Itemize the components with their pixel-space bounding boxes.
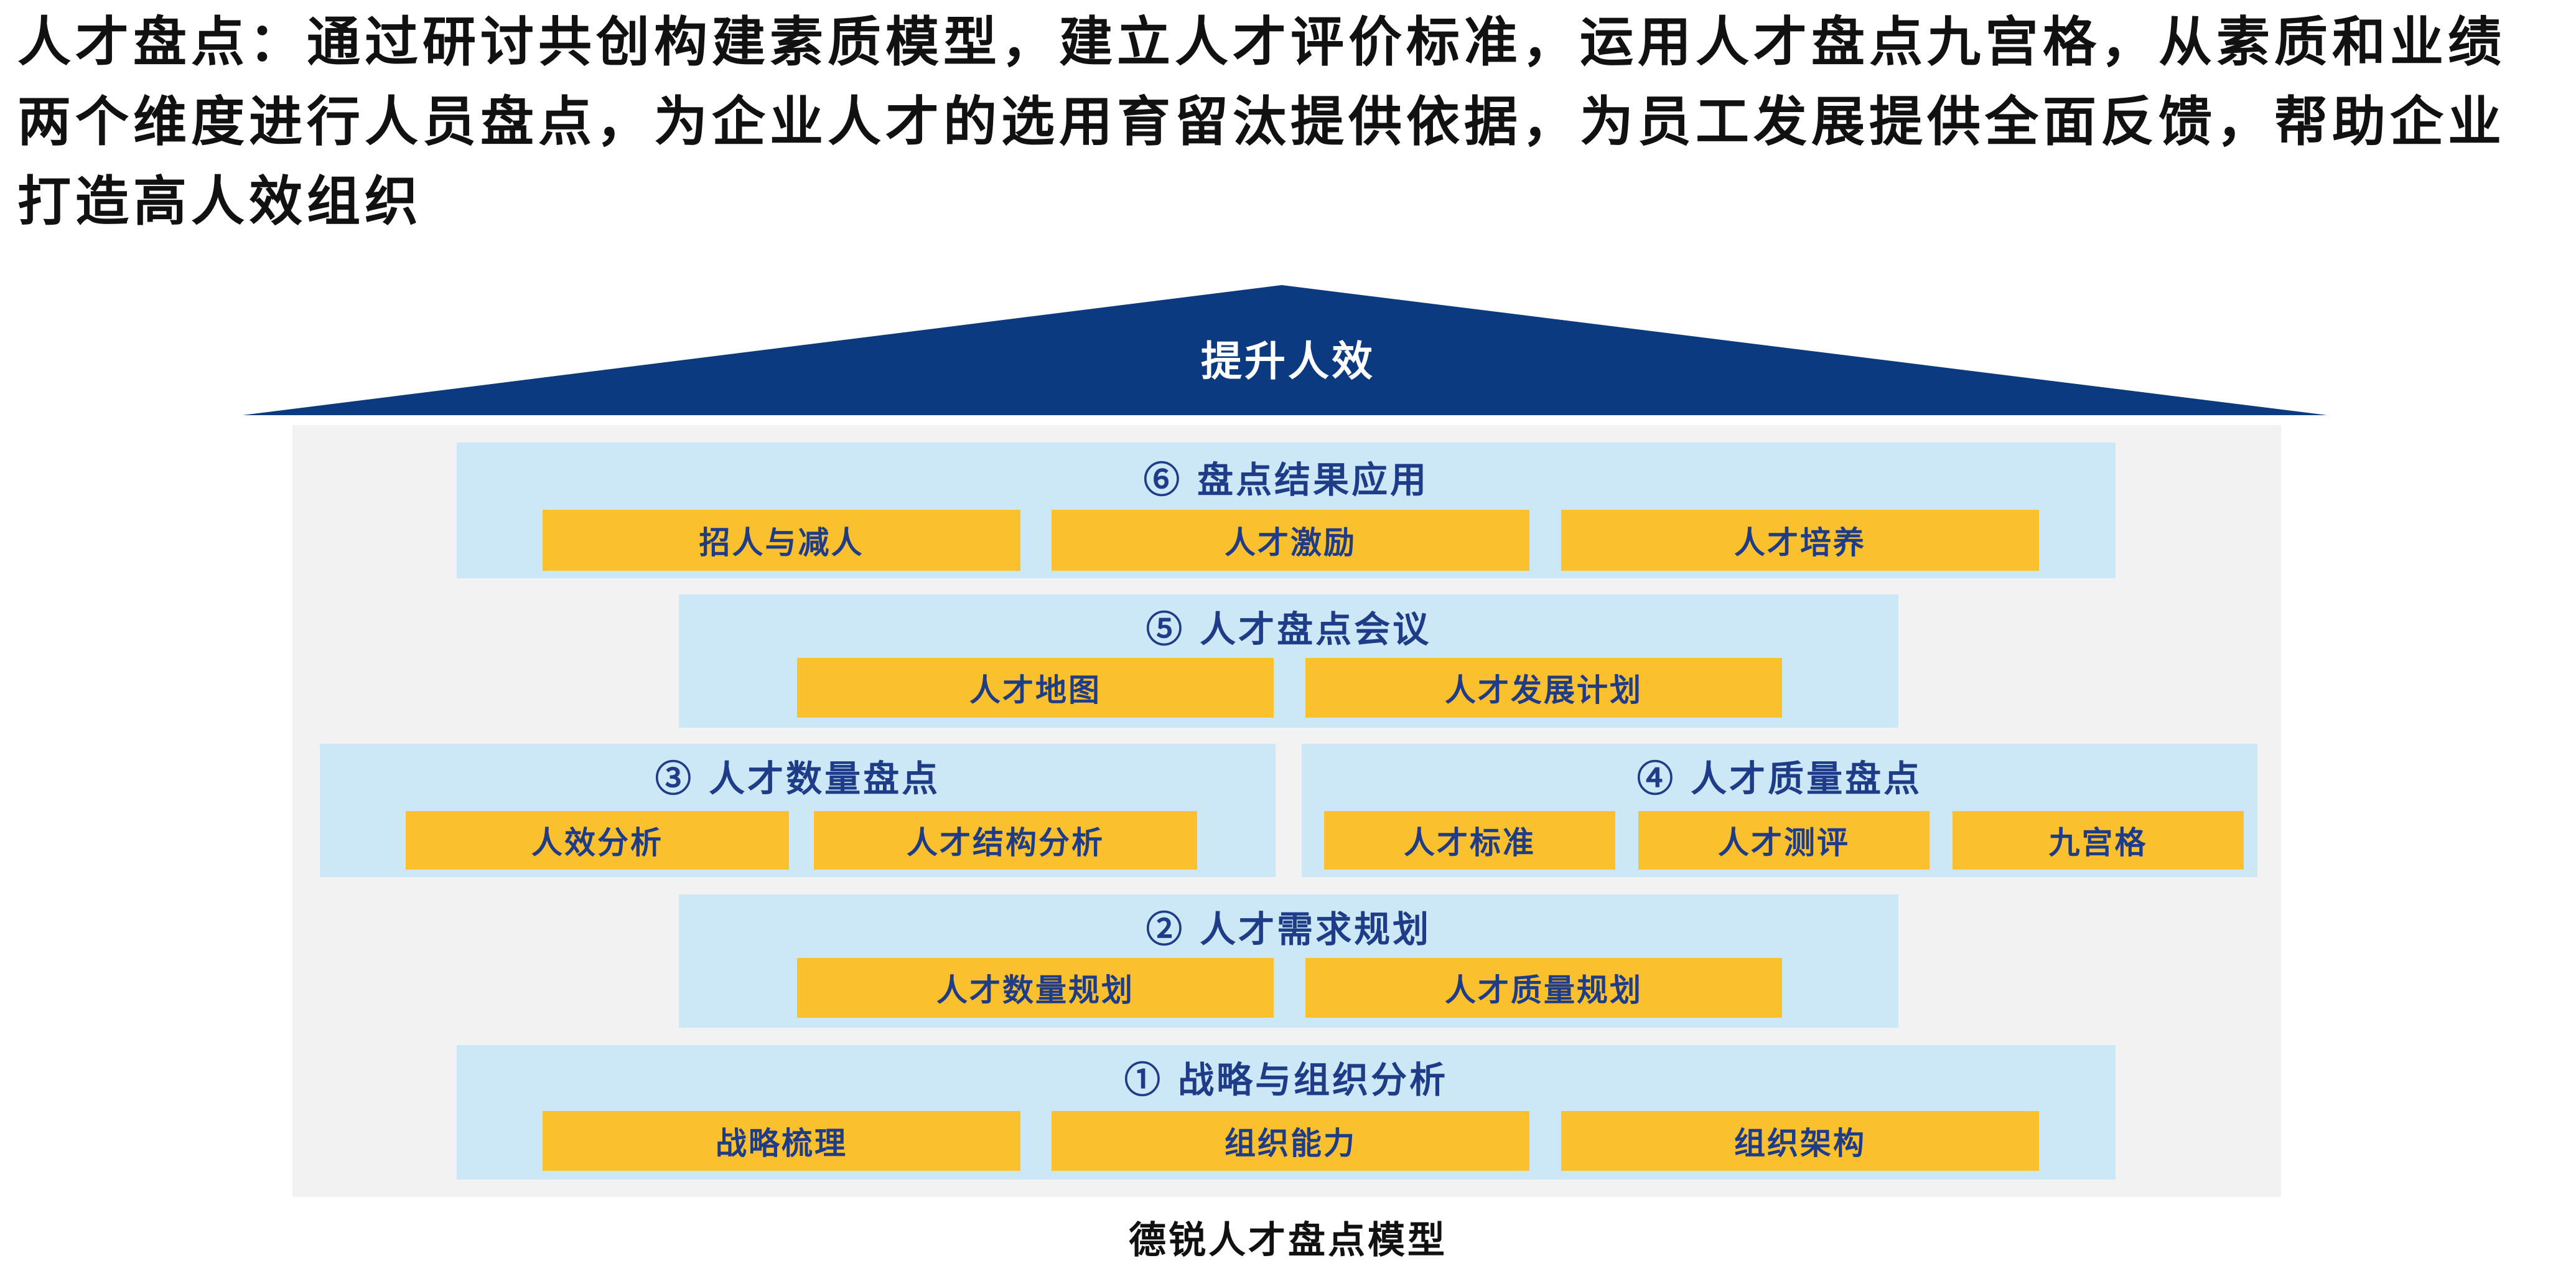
item-box: 人才培养 <box>1561 510 2039 571</box>
tier-review-meeting: ⑤ 人才盘点会议 人才地图 人才发展计划 <box>679 594 1898 728</box>
item-box: 人才发展计划 <box>1305 658 1782 718</box>
item-box: 人才质量规划 <box>1305 958 1782 1018</box>
tier-title: ③ 人才数量盘点 <box>655 758 941 800</box>
item-box: 战略梳理 <box>543 1111 1020 1171</box>
tier-demand-planning: ② 人才需求规划 人才数量规划 人才质量规划 <box>679 894 1898 1028</box>
tier-quality-review: ④ 人才质量盘点 人才标准 人才测评 九宫格 <box>1302 744 2257 877</box>
item-box: 组织能力 <box>1052 1111 1529 1171</box>
item-box: 组织架构 <box>1561 1111 2039 1171</box>
item-box: 人效分析 <box>406 811 789 870</box>
roof-shape <box>243 285 2327 415</box>
roof-label: 提升人效 <box>1201 337 1375 385</box>
item-box: 人才地图 <box>797 658 1274 718</box>
tier-title: ⑤ 人才盘点会议 <box>1146 608 1432 650</box>
headline-text: 人才盘点：通过研讨共创构建素质模型，建立人才评价标准，运用人才盘点九宫格，从素质… <box>17 11 2506 233</box>
item-box: 人才测评 <box>1638 811 1930 870</box>
item-box: 人才结构分析 <box>814 811 1197 870</box>
tier-title: ① 战略与组织分析 <box>1124 1059 1449 1101</box>
item-box: 九宫格 <box>1953 811 2244 870</box>
tier-strategy-analysis: ① 战略与组织分析 战略梳理 组织能力 组织架构 <box>457 1045 2116 1180</box>
tier-results-application: ⑥ 盘点结果应用 招人与减人 人才激励 人才培养 <box>457 443 2116 578</box>
item-box: 招人与减人 <box>543 510 1020 571</box>
item-box: 人才数量规划 <box>797 958 1274 1018</box>
tier-quantity-review: ③ 人才数量盘点 人效分析 人才结构分析 <box>320 744 1276 877</box>
item-box: 人才标准 <box>1324 811 1615 870</box>
item-box: 人才激励 <box>1052 510 1529 571</box>
tier-title: ④ 人才质量盘点 <box>1636 758 1923 800</box>
figure-caption: 德锐人才盘点模型 <box>1129 1219 1447 1262</box>
tier-title: ② 人才需求规划 <box>1146 908 1432 950</box>
tier-title: ⑥ 盘点结果应用 <box>1143 459 1429 501</box>
